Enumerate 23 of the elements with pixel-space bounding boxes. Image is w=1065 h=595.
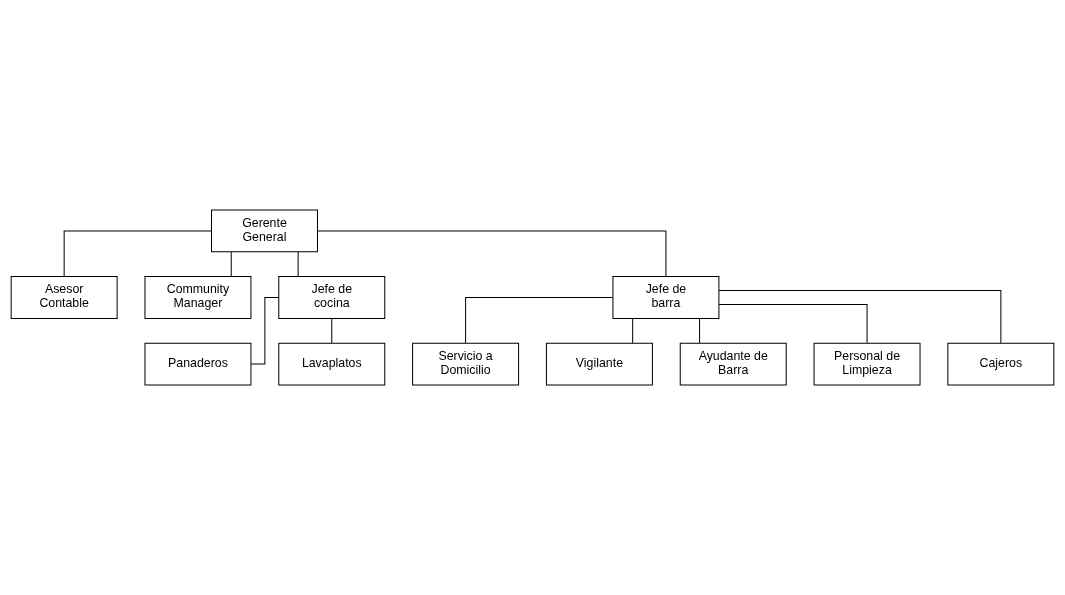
node-box: Ayudante de Barra	[679, 342, 787, 386]
connector	[250, 297, 280, 365]
connector	[317, 230, 667, 277]
node-box: Vigilante	[545, 342, 653, 386]
node-box: Cajeros	[947, 342, 1055, 386]
node-box: Jefe de cocina	[278, 276, 386, 319]
connector	[230, 251, 232, 278]
connector	[632, 318, 634, 344]
connector	[63, 230, 212, 277]
connector	[297, 251, 299, 278]
node-box: Community Manager	[144, 276, 252, 319]
connector	[465, 297, 614, 344]
node-box: Panaderos	[144, 342, 252, 386]
node-box: Lavaplatos	[278, 342, 386, 386]
connector	[331, 318, 333, 344]
node-box: Servicio a Domicilio	[412, 342, 520, 386]
node-box: Gerente General	[211, 209, 318, 253]
node-box: Personal de Limpieza	[813, 342, 921, 386]
node-box: Jefe de barra	[612, 276, 720, 319]
node-box: Asesor Contable	[10, 276, 118, 319]
connector	[718, 303, 868, 344]
connector	[699, 318, 701, 344]
connector	[718, 290, 1002, 344]
